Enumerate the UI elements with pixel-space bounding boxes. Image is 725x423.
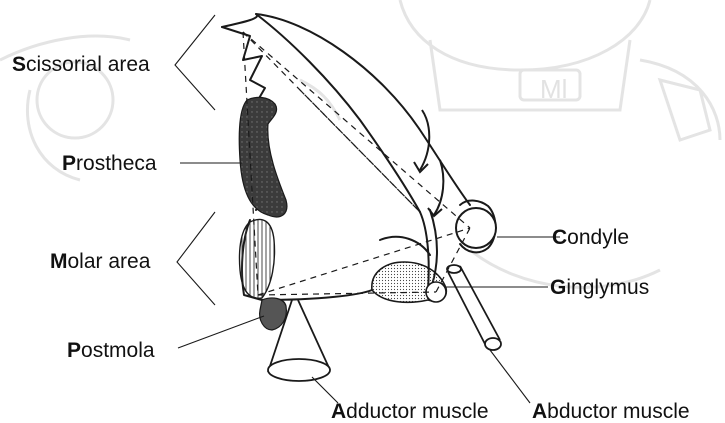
label-leader-lines xyxy=(175,15,560,403)
prostheca-shape xyxy=(239,97,287,217)
label-condyle: Condyle xyxy=(552,227,629,248)
label-abductor-muscle: Abductor muscle xyxy=(532,401,690,422)
label-molar-area: Molar area xyxy=(50,251,150,272)
postmola-shape xyxy=(260,298,287,330)
label-scissorial-area: Scissorial area xyxy=(12,54,150,75)
background-watermark-text: Ml xyxy=(540,74,567,104)
label-adductor-muscle: Adductor muscle xyxy=(331,401,489,422)
label-prostheca: Prostheca xyxy=(62,153,157,174)
label-ginglymus: Ginglymus xyxy=(550,277,649,298)
abductor-muscle-shape xyxy=(447,265,501,350)
label-postmola: Postmola xyxy=(67,340,155,361)
